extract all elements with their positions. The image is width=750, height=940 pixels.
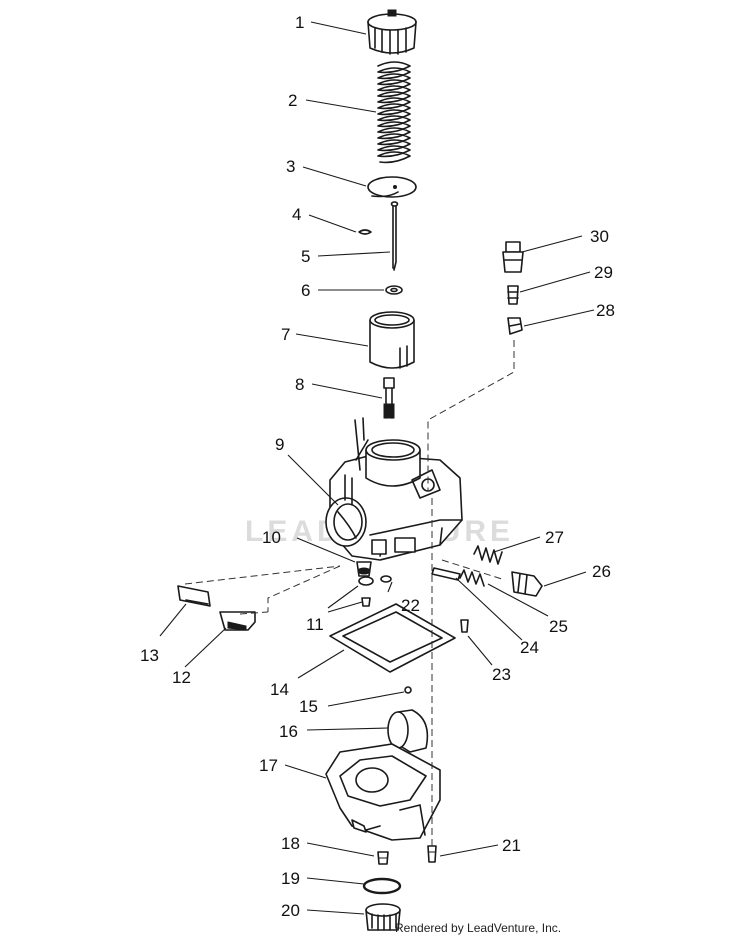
callout-20: 20 bbox=[281, 901, 300, 920]
part-25-spring bbox=[459, 569, 485, 587]
part-11-jets bbox=[358, 576, 374, 607]
part-24-air-screw bbox=[431, 567, 461, 581]
part-4-clip bbox=[358, 229, 372, 235]
part-10-pilot-jet bbox=[356, 561, 372, 577]
callout-12: 12 bbox=[172, 668, 191, 687]
callout-21: 21 bbox=[502, 836, 521, 855]
footer-credit: Rendered by LeadVenture, Inc. bbox=[395, 921, 562, 935]
part-17-float-bowl bbox=[325, 743, 441, 841]
part-15-ring bbox=[404, 686, 412, 694]
callout-numbers: 1 2 3 4 5 6 7 8 9 10 11 12 13 14 15 16 1… bbox=[140, 13, 615, 920]
part-1-cap bbox=[367, 9, 417, 55]
callout-3: 3 bbox=[286, 157, 295, 176]
part-28-fitting bbox=[507, 317, 523, 335]
part-6-washer bbox=[385, 285, 403, 295]
part-3-retainer-plate bbox=[367, 176, 417, 198]
callout-17: 17 bbox=[259, 756, 278, 775]
callout-4: 4 bbox=[292, 205, 301, 224]
part-19-o-ring bbox=[362, 877, 402, 895]
callout-30: 30 bbox=[590, 227, 609, 246]
callout-29: 29 bbox=[594, 263, 613, 282]
part-9-carburetor-body bbox=[325, 417, 463, 561]
assembly-lines bbox=[184, 340, 515, 846]
callout-9: 9 bbox=[275, 435, 284, 454]
callout-26: 26 bbox=[592, 562, 611, 581]
part-12-float-bracket bbox=[219, 611, 256, 631]
part-14-gasket bbox=[329, 603, 456, 673]
part-26-idle-screw bbox=[511, 571, 543, 597]
callout-1: 1 bbox=[295, 13, 304, 32]
callout-15: 15 bbox=[299, 697, 318, 716]
callout-7: 7 bbox=[281, 325, 290, 344]
callout-23: 23 bbox=[492, 665, 511, 684]
leader-lines bbox=[159, 21, 595, 915]
callout-8: 8 bbox=[295, 375, 304, 394]
part-22-washer bbox=[380, 575, 392, 583]
callout-6: 6 bbox=[301, 281, 310, 300]
part-27-spring bbox=[473, 545, 503, 565]
callout-14: 14 bbox=[270, 680, 289, 699]
part-29-fitting bbox=[507, 285, 519, 305]
part-7-throttle-valve bbox=[369, 311, 415, 369]
part-23-jet bbox=[460, 619, 469, 633]
callout-10: 10 bbox=[262, 528, 281, 547]
part-30-nipple bbox=[502, 241, 524, 273]
callout-18: 18 bbox=[281, 834, 300, 853]
callout-11: 11 bbox=[306, 615, 324, 634]
part-18-drain-screw bbox=[377, 851, 389, 865]
callout-5: 5 bbox=[301, 247, 310, 266]
part-13-float-arm bbox=[177, 585, 211, 607]
callout-27: 27 bbox=[545, 528, 564, 547]
part-2-spring bbox=[377, 61, 411, 164]
callout-28: 28 bbox=[596, 301, 615, 320]
callout-2: 2 bbox=[288, 91, 297, 110]
part-5-jet-needle bbox=[390, 201, 399, 271]
part-20-drain-plug bbox=[365, 903, 401, 931]
callout-16: 16 bbox=[279, 722, 298, 741]
part-8-needle-jet bbox=[383, 377, 395, 419]
callout-19: 19 bbox=[281, 869, 300, 888]
callout-13: 13 bbox=[140, 646, 159, 665]
callout-25: 25 bbox=[549, 617, 568, 636]
callout-24: 24 bbox=[520, 638, 539, 657]
part-21-screw bbox=[427, 845, 437, 863]
callout-22: 22 bbox=[401, 596, 420, 615]
